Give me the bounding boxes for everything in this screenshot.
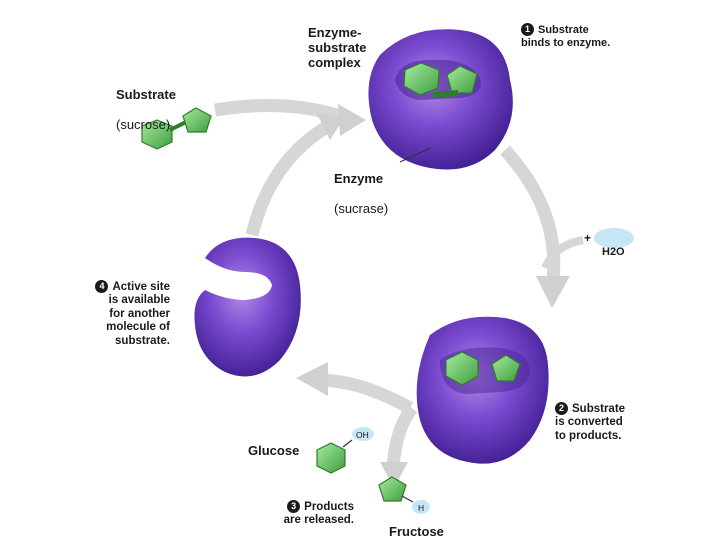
glucose-oh-label: OH xyxy=(356,430,369,440)
fructose-product xyxy=(491,354,521,382)
enzyme-title: Enzyme xyxy=(334,171,384,186)
step4-text: Active site is available for another mol… xyxy=(106,280,170,347)
arrow-water-in xyxy=(541,236,584,270)
water-formula: H2O xyxy=(602,231,625,259)
enzyme-with-products xyxy=(416,316,549,464)
fructose-unit xyxy=(446,65,478,94)
step3-text: Products are released. xyxy=(283,500,354,527)
released-fructose xyxy=(378,476,430,514)
enzyme-label: Enzyme (sucrase) xyxy=(334,156,388,216)
glucose-label: Glucose xyxy=(248,443,300,458)
step2-number: 2 xyxy=(555,401,568,415)
fructose-label: Fructose xyxy=(389,524,444,539)
enzyme-substrate-complex xyxy=(368,29,513,170)
step4-number: 4 xyxy=(95,279,109,293)
water-plus: + xyxy=(584,231,592,245)
step1-number: 1 xyxy=(521,23,534,36)
water-text: H2O xyxy=(602,246,625,258)
arrow-products-out xyxy=(317,373,414,414)
arrow-substrate-in xyxy=(213,99,348,125)
step3-number: 3 xyxy=(287,499,301,513)
glucose-unit xyxy=(403,62,440,96)
arrow-left-up xyxy=(245,119,334,237)
arrow-right-down xyxy=(500,145,561,281)
water-bubble xyxy=(594,228,634,248)
enzyme-pointer-line xyxy=(399,147,431,163)
step1-text: Substrate binds to enzyme. xyxy=(521,24,611,49)
glucose-product xyxy=(445,351,479,386)
enzyme-free xyxy=(194,237,301,377)
substrate-title: Substrate xyxy=(116,87,176,102)
arrow-products-down xyxy=(386,404,418,471)
enzyme-subtitle: (sucrase) xyxy=(334,201,389,216)
sucrose-molecule xyxy=(141,107,212,150)
cycle-arrows xyxy=(213,99,584,471)
arrow-heads xyxy=(296,104,570,488)
released-glucose xyxy=(316,427,374,474)
step2-text: Substrate is converted to products. xyxy=(555,402,626,442)
substrate-subtitle: (sucrose) xyxy=(116,117,171,132)
complex-label: Enzyme- substrate complex xyxy=(308,25,367,70)
substrate-label: Substrate (sucrose) xyxy=(116,72,176,132)
fructose-h-label: H xyxy=(418,503,425,513)
